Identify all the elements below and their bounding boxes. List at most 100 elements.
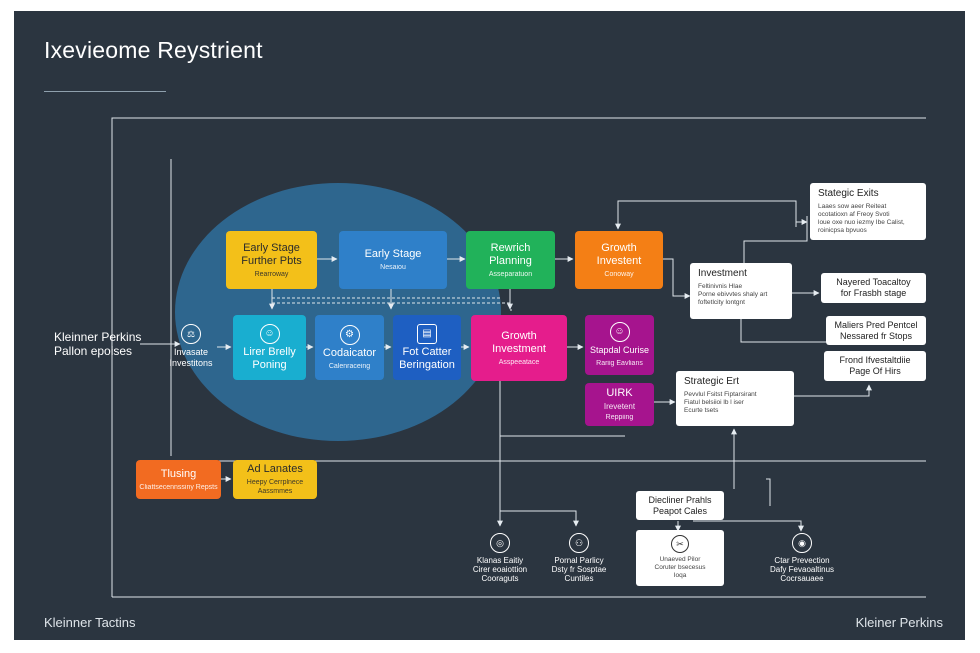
box-strategic-exit[interactable]: Strategic Ert Pevvlul Fsitst Fiptarsiran… — [676, 371, 794, 426]
box-line: Fiatul belsiioi lb l iser — [684, 399, 744, 406]
people-icon: ⚇ — [569, 533, 589, 553]
node-title: UIRK — [606, 387, 633, 399]
box-line: Unaeved Pilor — [659, 556, 701, 563]
arrow-growth-investment — [663, 258, 691, 299]
node-sub: Heepy Cerrplnece Aassmmes — [246, 479, 304, 495]
diecliner-right — [766, 478, 771, 506]
box-diecliner[interactable]: Diecliner Prahls Peapot Cales — [636, 491, 724, 520]
private-investors: ⚖ Invasate Investitons — [160, 324, 222, 369]
title-divider — [44, 91, 166, 92]
box-line: Maliers Pred Pentcel — [834, 320, 918, 330]
node-title: Early Stage — [243, 241, 300, 254]
box-frond[interactable]: Frond Ifvestaltdiie Page Of Hirs — [824, 351, 926, 381]
document-icon: ▤ — [417, 323, 437, 344]
box-title: Strategic Ert — [684, 376, 740, 387]
private-investors-line2: Investitons — [169, 358, 213, 368]
node-early-stage-2[interactable]: Early Stage Nesaiou — [339, 231, 447, 289]
node-rewrich-planning[interactable]: Rewrich Planning Asseparatuon — [466, 231, 555, 289]
node-title: Codaicator — [322, 346, 377, 359]
node-title: Growth — [601, 241, 637, 254]
node-early-stage-1[interactable]: Early Stage Further Pbts Rearroway — [226, 231, 317, 289]
node-title: Early Stage — [364, 248, 422, 260]
bottom-item-klanas: ◎ Klanas Eaitiy Cirer eoaiottion Cooragu… — [460, 533, 540, 583]
strategic-link — [743, 216, 808, 263]
node-growth-investent[interactable]: Growth Investent Conoway — [575, 231, 663, 289]
box-line: Coruter bsecesus — [654, 564, 706, 571]
node-sub: Calenraceing — [328, 362, 371, 370]
left-label-line1: Kleinner Perkins — [54, 330, 142, 344]
node-lirer-brelly[interactable]: ☺ Lirer Brelly Poning — [233, 315, 306, 380]
item-line: Dsty fr Sosptae — [551, 565, 607, 574]
node-title2: Irevetent — [603, 402, 636, 411]
box-line: Ecurte tsets — [684, 407, 719, 414]
node-title: Tlusing — [160, 467, 197, 480]
box-strategic-exits[interactable]: Stategic Exits Laaes sow aeer Reiteat oc… — [810, 183, 926, 240]
person-icon: ☺ — [259, 323, 280, 344]
node-uirk[interactable]: UIRK Irevetent Reppiing — [585, 383, 654, 426]
box-line: for Frasbh stage — [840, 288, 907, 298]
node-sub: Conoway — [604, 270, 634, 278]
footer-right: Kleiner Perkins — [855, 615, 943, 630]
box-unaved[interactable]: ✂ Unaeved Pilor Coruter bsecesus Ioqa — [636, 530, 724, 586]
item-line: Cocrsauaee — [780, 574, 824, 583]
bottom-item-ctar: ◉ Ctar Prevection Dafy Fevaoaltinus Cocr… — [760, 533, 844, 583]
item-line: Cirer eoaiottion — [472, 565, 528, 574]
node-title: Rewrich — [490, 241, 531, 254]
box-line: Feltinivnis Hlae — [698, 283, 743, 290]
gear-icon: ⚙ — [339, 324, 360, 345]
item-line: Cuntiles — [564, 574, 594, 583]
box-line: Diecliner Prahls — [648, 495, 712, 505]
page-title: Ixevieome Reystrient — [44, 37, 263, 63]
node-title: Growth — [501, 329, 537, 342]
arrow-ctar — [693, 520, 804, 532]
node-stapdal-curise[interactable]: ☺ Stapdal Curise Rariig Eavlians — [585, 315, 654, 375]
node-title2: Planning — [489, 254, 532, 267]
box-line: Nessared fr Stops — [839, 331, 913, 341]
footer-left: Kleinner Tactins — [44, 615, 136, 630]
node-sub: Asspeeatace — [498, 358, 540, 366]
item-line: Ctar Prevection — [774, 556, 830, 565]
box-line: loue oxe nuo iezmy Ibe Calist, — [818, 219, 905, 226]
node-title: Stapdal Curise — [589, 345, 650, 355]
node-title2: Further Pbts — [241, 254, 302, 267]
link-maliers — [740, 316, 826, 343]
node-title2: Investment — [492, 342, 546, 355]
box-line: Peapot Cales — [652, 506, 708, 516]
box-line: Frond Ifvestaltdiie — [839, 355, 911, 365]
node-sub: Rearroway — [254, 270, 289, 278]
box-title: Investment — [698, 268, 747, 279]
node-tlusing[interactable]: Tlusing Cliattsecennssiny Repsts — [136, 460, 221, 499]
node-growth-investment[interactable]: Growth Investment Asspeeatace — [471, 315, 567, 381]
private-investors-line1: Invasate — [173, 347, 209, 357]
box-investment[interactable]: Investment Feltinivnis Hlae Porne ebivvt… — [690, 263, 792, 319]
box-line: Laaes sow aeer Reiteat — [818, 203, 887, 210]
target-icon: ◉ — [792, 533, 812, 553]
bottom-item-pornal: ⚇ Pornal Parlicy Dsty fr Sosptae Cuntile… — [539, 533, 619, 583]
node-codaicator[interactable]: ⚙ Codaicator Calenraceing — [315, 315, 384, 380]
node-title: Lirer Brelly — [243, 345, 296, 358]
node-fot-catter[interactable]: ▤ Fot Catter Beringation — [393, 315, 461, 380]
diagram-canvas: Ixevieome Reystrient — [14, 11, 965, 640]
box-naysered[interactable]: Nayered Toacaltoy for Frasbh stage — [821, 273, 926, 303]
left-label-line2: Pallon epoises — [54, 344, 133, 358]
left-label: Kleinner Perkins Pallon epoises — [54, 330, 141, 358]
item-line: Dafy Fevaoaltinus — [769, 565, 835, 574]
item-line: Cooraguts — [481, 574, 519, 583]
item-line: Pornal Parlicy — [554, 556, 604, 565]
node-sub: Reppiing — [605, 414, 634, 421]
box-line: Nayered Toacaltoy — [836, 277, 911, 287]
balance-icon: ⚖ — [181, 324, 201, 344]
person-icon: ☺ — [609, 322, 630, 342]
frame-line — [111, 117, 926, 597]
box-title: Stategic Exits — [818, 188, 879, 199]
node-title2: Investent — [596, 254, 642, 267]
node-ad-lanates[interactable]: Ad Lanates Heepy Cerrplnece Aassmmes — [233, 460, 317, 499]
node-sub: Cliattsecennssiny Repsts — [139, 483, 218, 491]
box-line: Ioqa — [673, 572, 687, 579]
box-maliers[interactable]: Maliers Pred Pentcel Nessared fr Stops — [826, 316, 926, 345]
connector-lines — [111, 117, 926, 598]
box-line: roinicpsa bpvuos — [818, 227, 867, 234]
scissors-icon: ✂ — [671, 535, 689, 553]
item-line: Klanas Eaitiy — [476, 556, 524, 565]
node-title: Ad Lanates — [247, 463, 303, 475]
